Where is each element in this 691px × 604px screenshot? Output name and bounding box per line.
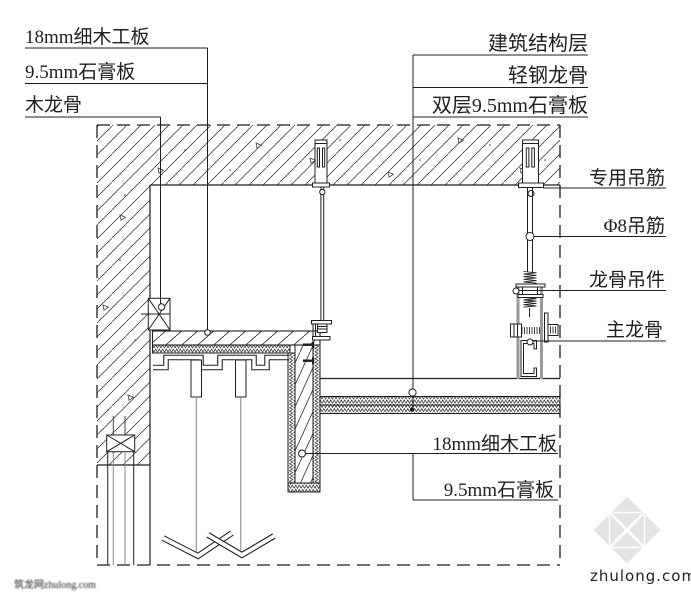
wall-furring — [106, 416, 136, 565]
label-bottom-right-1: 18mm细木工板 — [432, 433, 557, 455]
bulkhead-left-gypsum — [287, 352, 296, 484]
hanger-stem-2 — [235, 359, 247, 398]
gypsum-band-horizontal — [152, 344, 291, 354]
wood-ceiling — [151, 330, 321, 552]
watermark-brand-text: zhulong.com — [590, 567, 691, 585]
label-texts: 18mm细木工板 9.5mm石膏板 木龙骨 建筑结构层 轻钢龙骨 双层9.5mm… — [25, 26, 665, 501]
watermark-logo: zhulong.com — [590, 496, 691, 585]
gypsum-layer-1 — [319, 396, 561, 406]
plywood-band — [151, 330, 321, 346]
cut-boundary-dashed — [96, 124, 561, 566]
label-top-left-1: 18mm细木工板 — [25, 26, 150, 48]
bulkhead-core — [294, 344, 314, 484]
hanger-stem-1 — [190, 359, 202, 398]
annotations — [25, 47, 666, 501]
label-right-3: 龙骨吊件 — [589, 269, 665, 291]
gypsum-ceiling-right — [319, 377, 561, 414]
watermark-left-text: 筑龙网zhulong.com — [14, 578, 96, 591]
label-right-2: Φ8吊筋 — [604, 215, 665, 237]
left-hanger — [311, 139, 332, 341]
aggregate-dots — [107, 139, 546, 411]
bulkhead-right-gypsum — [312, 344, 321, 484]
label-bottom-right-2: 9.5mm石膏板 — [444, 478, 554, 501]
label-top-right-3: 双层9.5mm石膏板 — [432, 94, 588, 117]
concrete-structure — [96, 124, 561, 566]
batten-rail-fill — [153, 355, 289, 370]
bulkhead-box — [287, 341, 321, 493]
label-right-4: 主龙骨 — [606, 319, 663, 341]
concrete-hatch — [97, 125, 560, 465]
label-top-right-2: 轻钢龙骨 — [508, 64, 588, 87]
label-top-left-2: 9.5mm石膏板 — [25, 60, 135, 83]
label-top-left-3: 木龙骨 — [25, 94, 82, 116]
right-hanger — [510, 139, 559, 379]
break-symbol — [161, 530, 276, 560]
gypsum-layer-2 — [319, 404, 561, 414]
label-top-right-1: 建筑结构层 — [488, 32, 588, 55]
bulkhead-screws — [303, 341, 315, 365]
main-runner-c-channel — [520, 340, 537, 377]
label-right-1: 专用吊筋 — [589, 167, 665, 189]
bulkhead-bottom-cap — [287, 482, 321, 493]
